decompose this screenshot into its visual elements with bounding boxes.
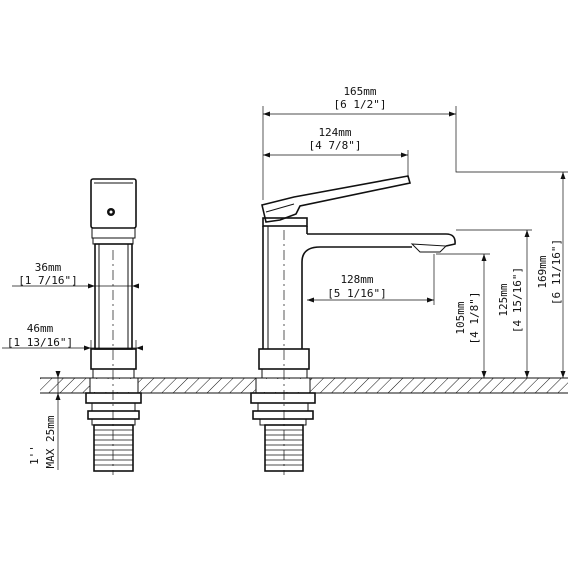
dim-124-inch: [4 7/8"]	[309, 139, 362, 152]
dimension-46: 46mm [1 13/16"]	[2, 322, 143, 368]
dim-169-mm: 169mm	[536, 255, 549, 288]
dim-165-mm: 165mm	[343, 85, 376, 98]
dimension-124: 124mm [4 7/8"]	[263, 126, 409, 178]
dimension-165: 165mm [6 1/2"]	[262, 85, 568, 200]
dim-105-inch: [4 1/8"]	[468, 292, 481, 345]
dim-128-inch: [5 1/16"]	[327, 287, 387, 300]
dim-124-mm: 124mm	[318, 126, 351, 139]
dimension-125: 125mm [4 15/16"]	[456, 229, 532, 378]
dimension-36: 36mm [1 7/16"]	[12, 261, 139, 290]
dim-max-inch: 1''	[28, 445, 41, 465]
dim-36-mm: 36mm	[35, 261, 62, 274]
dim-169-inch: [6 11/16"]	[550, 239, 563, 305]
dimension-max-25: 1'' MAX 25mm	[28, 371, 61, 470]
countertop	[40, 377, 568, 394]
faucet-side-view	[85, 178, 142, 475]
dim-165-inch: [6 1/2"]	[334, 98, 387, 111]
dim-128-mm: 128mm	[340, 273, 373, 286]
dimension-169: 169mm [6 11/16"]	[536, 172, 566, 378]
dim-46-mm: 46mm	[27, 322, 54, 335]
thread-lines	[94, 429, 133, 466]
dim-125-mm: 125mm	[497, 283, 510, 316]
dim-36-inch: [1 7/16"]	[18, 274, 78, 287]
faucet-front-view	[250, 175, 456, 475]
dim-105-mm: 105mm	[454, 301, 467, 334]
dim-46-inch: [1 13/16"]	[7, 336, 73, 349]
dim-125-inch: [4 15/16"]	[511, 267, 524, 333]
dim-max-mm: MAX 25mm	[44, 415, 57, 468]
dimension-105: 105mm [4 1/8"]	[436, 253, 490, 378]
dimension-128: 128mm [5 1/16"]	[307, 254, 435, 305]
